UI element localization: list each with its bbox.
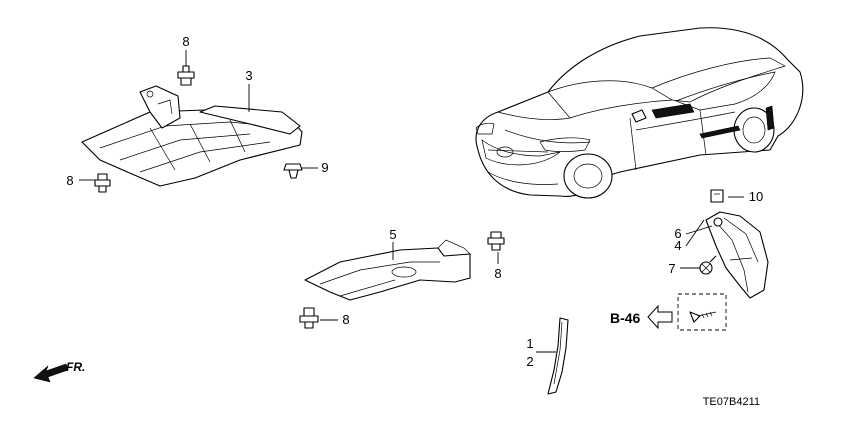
callout-1: 1 — [526, 336, 533, 351]
callout-9: 9 — [321, 160, 328, 175]
reference-label: B-46 — [610, 310, 641, 326]
clip-fastener-8-middle — [487, 231, 505, 251]
callout-6: 6 — [674, 226, 681, 241]
callout-5: 5 — [389, 227, 396, 242]
clip-fastener-9 — [283, 163, 303, 179]
callout-8-left: 8 — [66, 173, 73, 188]
callout-7: 7 — [668, 261, 675, 276]
car-illustration — [475, 27, 804, 199]
under-cover-part-5 — [304, 239, 471, 301]
reference-arrow-icon — [647, 304, 673, 330]
under-cover-part-3 — [81, 85, 303, 187]
leader-lines — [79, 50, 744, 353]
front-label: FR. — [66, 360, 85, 374]
trim-strip-part-1-2 — [547, 317, 569, 395]
clip-fastener-8-left — [94, 173, 111, 193]
callout-10: 10 — [749, 189, 763, 204]
callout-8-middle: 8 — [494, 266, 501, 281]
callout-2: 2 — [526, 354, 533, 369]
callout-8-top: 8 — [182, 34, 189, 49]
clip-fastener-8-bottom — [299, 307, 319, 329]
callout-4: 4 — [674, 238, 681, 253]
clip-fastener-8-top — [177, 65, 195, 86]
reference-dashed-box — [677, 293, 727, 331]
front-direction-indicator: FR. — [33, 360, 85, 383]
front-arrow-icon — [33, 363, 69, 383]
clip-fastener-10 — [710, 189, 724, 203]
callout-8-bottom: 8 — [342, 312, 349, 327]
reference-b46: B-46 — [610, 304, 673, 330]
screw-fastener-7 — [699, 255, 717, 275]
fender-liner-part-4-6 — [705, 211, 769, 299]
drawing-code: TE07B4211 — [703, 396, 760, 408]
callout-3: 3 — [245, 68, 252, 83]
